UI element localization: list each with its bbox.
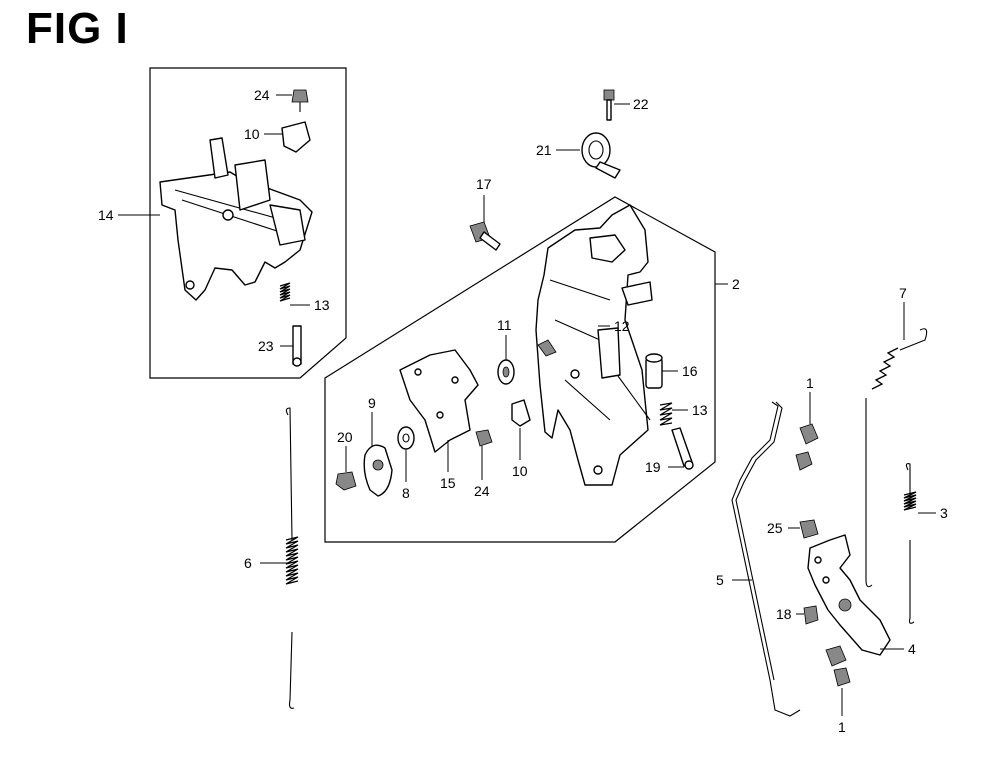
callout-16: 16 bbox=[682, 363, 698, 379]
callout-24-middle: 24 bbox=[474, 483, 490, 499]
callout-9: 9 bbox=[368, 395, 376, 411]
callout-5: 5 bbox=[716, 572, 724, 588]
callout-14: 14 bbox=[98, 207, 114, 223]
callout-18: 18 bbox=[776, 606, 792, 622]
bolt-18 bbox=[803, 605, 819, 625]
callout-13-top: 13 bbox=[314, 297, 330, 313]
washer-8 bbox=[397, 426, 415, 450]
callout-13-middle: 13 bbox=[692, 402, 708, 418]
control-base-2 bbox=[535, 204, 653, 486]
pin-23 bbox=[292, 325, 302, 367]
bracket-14 bbox=[159, 137, 313, 301]
callout-22: 22 bbox=[633, 96, 649, 112]
callout-24-top: 24 bbox=[254, 87, 270, 103]
callout-2: 2 bbox=[732, 276, 740, 292]
collar-16 bbox=[645, 353, 663, 389]
callout-4: 4 bbox=[908, 641, 916, 657]
cable-7 bbox=[865, 328, 928, 588]
callout-25: 25 bbox=[767, 520, 783, 536]
callout-8: 8 bbox=[402, 485, 410, 501]
callout-10-middle: 10 bbox=[512, 463, 528, 479]
bolt-12 bbox=[537, 339, 557, 357]
callout-1-upper: 1 bbox=[806, 375, 814, 391]
bolt-17 bbox=[469, 221, 501, 251]
pin-19 bbox=[671, 427, 694, 470]
spring-13-middle bbox=[659, 402, 673, 426]
callout-3: 3 bbox=[940, 505, 948, 521]
clip-10-top bbox=[281, 121, 311, 153]
callout-17: 17 bbox=[476, 176, 492, 192]
callout-23: 23 bbox=[258, 338, 274, 354]
lever-9 bbox=[363, 444, 393, 497]
plate-15 bbox=[399, 349, 479, 453]
leader-lines bbox=[118, 94, 936, 716]
callout-1-lower: 1 bbox=[838, 719, 846, 735]
clamp-21 bbox=[581, 132, 621, 179]
assembly-14-outline bbox=[149, 67, 347, 379]
callout-7: 7 bbox=[899, 285, 907, 301]
assembly-2-outline bbox=[324, 196, 716, 543]
nut-25 bbox=[799, 519, 819, 539]
nut-1-lower bbox=[825, 645, 851, 687]
figure-title: FIG I bbox=[26, 4, 129, 53]
callout-11: 11 bbox=[497, 317, 512, 333]
callout-21: 21 bbox=[536, 142, 552, 158]
lever-4 bbox=[807, 534, 891, 656]
rod-5 bbox=[731, 401, 801, 717]
nut-1-upper bbox=[795, 423, 819, 471]
callout-19: 19 bbox=[645, 459, 661, 475]
spring-13-top bbox=[279, 282, 291, 302]
washer-11 bbox=[497, 359, 515, 385]
callout-labels: 24 10 14 13 23 22 21 17 2 11 12 16 13 19… bbox=[98, 87, 948, 735]
clip-10-middle bbox=[511, 399, 531, 427]
callout-20: 20 bbox=[337, 429, 353, 445]
callout-10-top: 10 bbox=[244, 126, 260, 142]
bolt-24-middle bbox=[475, 429, 493, 447]
bolt-24-top bbox=[291, 89, 309, 112]
nut-20 bbox=[335, 471, 357, 491]
callout-12: 12 bbox=[614, 318, 630, 334]
spring-6 bbox=[285, 407, 299, 709]
callout-15: 15 bbox=[440, 475, 456, 491]
callout-6: 6 bbox=[244, 555, 252, 571]
spring-3 bbox=[903, 463, 917, 624]
bolt-22 bbox=[603, 89, 615, 121]
